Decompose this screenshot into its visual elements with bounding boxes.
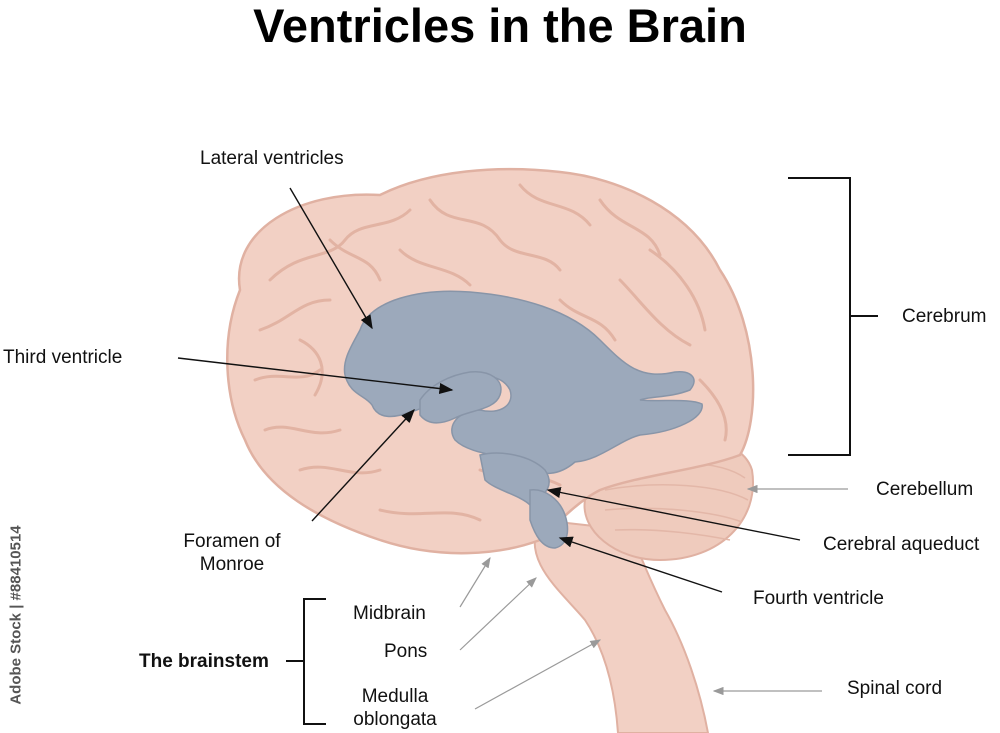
label-lateral-ventricles: Lateral ventricles [200,148,344,169]
midbrain-pointer [459,556,491,608]
stock-watermark-text: Adobe Stock | #88410514 [7,525,25,705]
label-medulla-oblongata: Medulla oblongata [340,685,450,731]
label-foramen-of-monroe: Foramen of Monroe [170,530,294,576]
label-cerebral-aqueduct: Cerebral aqueduct [823,534,980,555]
fourth-ventricle-pointer [558,536,723,593]
cerebral-aqueduct-pointer [546,486,801,541]
medulla-pointer [474,639,602,710]
label-third-ventricle: Third ventricle [3,347,123,368]
label-foramen-line1: Foramen of [183,531,281,552]
spinal-cord-shape [533,518,710,733]
label-foramen-line2: Monroe [199,554,265,575]
label-medulla-line1: Medulla [361,686,429,707]
label-cerebrum: Cerebrum [902,306,987,327]
label-spinal-cord: Spinal cord [847,678,943,699]
label-pons: Pons [384,641,428,662]
label-midbrain: Midbrain [353,603,426,624]
foramen-pointer [311,408,415,522]
lateral-ventricles-pointer [289,187,373,330]
label-the-brainstem: The brainstem [139,651,269,672]
cerebrum-bracket [788,177,878,456]
label-medulla-line2: oblongata [353,709,437,730]
brainstem-bracket [286,598,326,725]
pons-pointer [459,577,537,651]
label-cerebellum: Cerebellum [876,479,974,500]
third-ventricle-pointer [177,357,454,395]
label-fourth-ventricle: Fourth ventricle [753,588,884,609]
diagram-title: Ventricles in the Brain [253,0,747,52]
stock-watermark: Adobe Stock | #88410514 [6,505,26,725]
